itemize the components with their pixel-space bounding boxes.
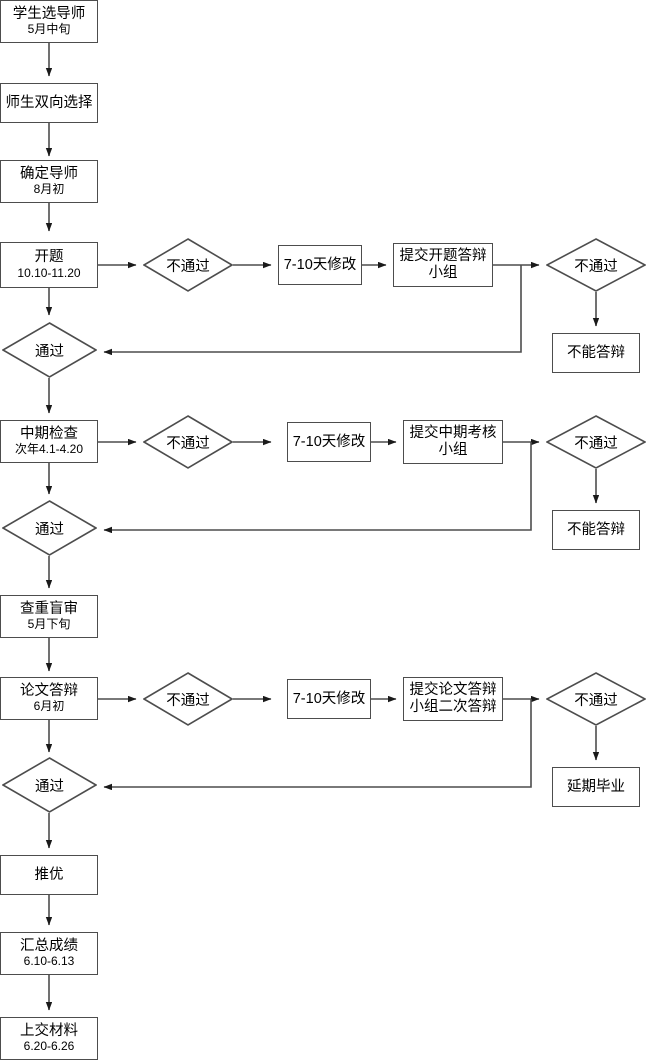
decision-defense-pass[interactable]: 通过 (2, 757, 97, 813)
node-midterm-submit-title: 提交中期考核小组 (409, 424, 497, 458)
decision-defense-fail[interactable]: 不通过 (143, 672, 233, 726)
node-recommend[interactable]: 推优 (0, 855, 98, 895)
node-defense-revise-title: 7-10天修改 (292, 690, 366, 707)
node-midterm-no-defense-title: 不能答辩 (567, 521, 625, 538)
decision-proposal-fail2[interactable]: 不通过 (546, 238, 646, 292)
node-proposal-no-defense-title: 不能答辩 (567, 344, 625, 361)
node-defense-submit[interactable]: 提交论文答辩小组二次答辩 (403, 677, 503, 721)
node-proposal[interactable]: 开题 10.10-11.20 (0, 242, 98, 288)
node-summarize-scores-date: 6.10-6.13 (23, 954, 75, 969)
decision-midterm-fail2[interactable]: 不通过 (546, 415, 646, 469)
decision-midterm-fail2-label: 不通过 (574, 435, 618, 452)
node-midterm-submit[interactable]: 提交中期考核小组 (403, 420, 503, 464)
node-select-advisor-title: 学生选导师 (12, 5, 86, 22)
node-defense-delay-graduation-title: 延期毕业 (567, 778, 625, 795)
node-midterm-revise-title: 7-10天修改 (292, 433, 366, 450)
node-submit-materials[interactable]: 上交材料 6.20-6.26 (0, 1017, 98, 1060)
decision-proposal-pass[interactable]: 通过 (2, 322, 97, 378)
decision-midterm-pass[interactable]: 通过 (2, 500, 97, 556)
node-midterm-revise[interactable]: 7-10天修改 (287, 422, 371, 462)
node-select-advisor[interactable]: 学生选导师 5月中旬 (0, 0, 98, 43)
node-midterm-date: 次年4.1-4.20 (14, 442, 84, 457)
node-confirm-advisor-date: 8月初 (33, 182, 65, 197)
decision-proposal-pass-label: 通过 (35, 343, 64, 360)
decision-defense-fail2[interactable]: 不通过 (546, 672, 646, 726)
node-summarize-scores[interactable]: 汇总成绩 6.10-6.13 (0, 932, 98, 975)
decision-defense-fail2-label: 不通过 (574, 692, 618, 709)
node-proposal-date: 10.10-11.20 (17, 265, 81, 280)
node-proposal-title: 开题 (34, 249, 64, 266)
node-recommend-title: 推优 (34, 866, 64, 883)
node-plagiarism-check-date: 5月下旬 (27, 617, 71, 632)
node-submit-materials-date: 6.20-6.26 (23, 1039, 75, 1054)
node-two-way-choice[interactable]: 师生双向选择 (0, 83, 98, 123)
node-submit-materials-title: 上交材料 (20, 1022, 78, 1039)
node-plagiarism-check[interactable]: 查重盲审 5月下旬 (0, 595, 98, 638)
decision-proposal-fail2-label: 不通过 (574, 258, 618, 275)
edge-midsubmit-back-to-pass (103, 442, 532, 534)
edge-defsubmit-back-to-pass (103, 699, 532, 791)
node-proposal-revise-title: 7-10天修改 (283, 256, 357, 273)
node-two-way-choice-title: 师生双向选择 (5, 94, 93, 111)
node-midterm[interactable]: 中期检查 次年4.1-4.20 (0, 420, 98, 463)
node-confirm-advisor-title: 确定导师 (20, 165, 78, 182)
node-defense-submit-title: 提交论文答辩小组二次答辩 (409, 681, 497, 715)
node-defense[interactable]: 论文答辩 6月初 (0, 677, 98, 720)
node-proposal-no-defense[interactable]: 不能答辩 (552, 333, 640, 373)
node-midterm-no-defense[interactable]: 不能答辩 (552, 510, 640, 550)
node-defense-delay-graduation[interactable]: 延期毕业 (552, 767, 640, 807)
node-proposal-submit-title: 提交开题答辩小组 (399, 247, 487, 281)
node-midterm-title: 中期检查 (20, 425, 78, 442)
node-confirm-advisor[interactable]: 确定导师 8月初 (0, 160, 98, 203)
node-proposal-revise[interactable]: 7-10天修改 (278, 245, 362, 285)
decision-midterm-fail[interactable]: 不通过 (143, 415, 233, 469)
node-defense-revise[interactable]: 7-10天修改 (287, 679, 371, 719)
decision-defense-pass-label: 通过 (35, 778, 64, 795)
node-defense-date: 6月初 (33, 699, 65, 714)
decision-defense-fail-label: 不通过 (166, 692, 210, 709)
decision-midterm-fail-label: 不通过 (166, 435, 210, 452)
decision-proposal-fail-label: 不通过 (166, 258, 210, 275)
node-defense-title: 论文答辩 (20, 682, 78, 699)
decision-proposal-fail[interactable]: 不通过 (143, 238, 233, 292)
node-proposal-submit[interactable]: 提交开题答辩小组 (393, 243, 493, 287)
edge-submit-back-to-pass (103, 265, 522, 356)
node-select-advisor-date: 5月中旬 (27, 22, 71, 37)
node-summarize-scores-title: 汇总成绩 (20, 937, 78, 954)
node-plagiarism-check-title: 查重盲审 (20, 600, 78, 617)
decision-midterm-pass-label: 通过 (35, 521, 64, 538)
